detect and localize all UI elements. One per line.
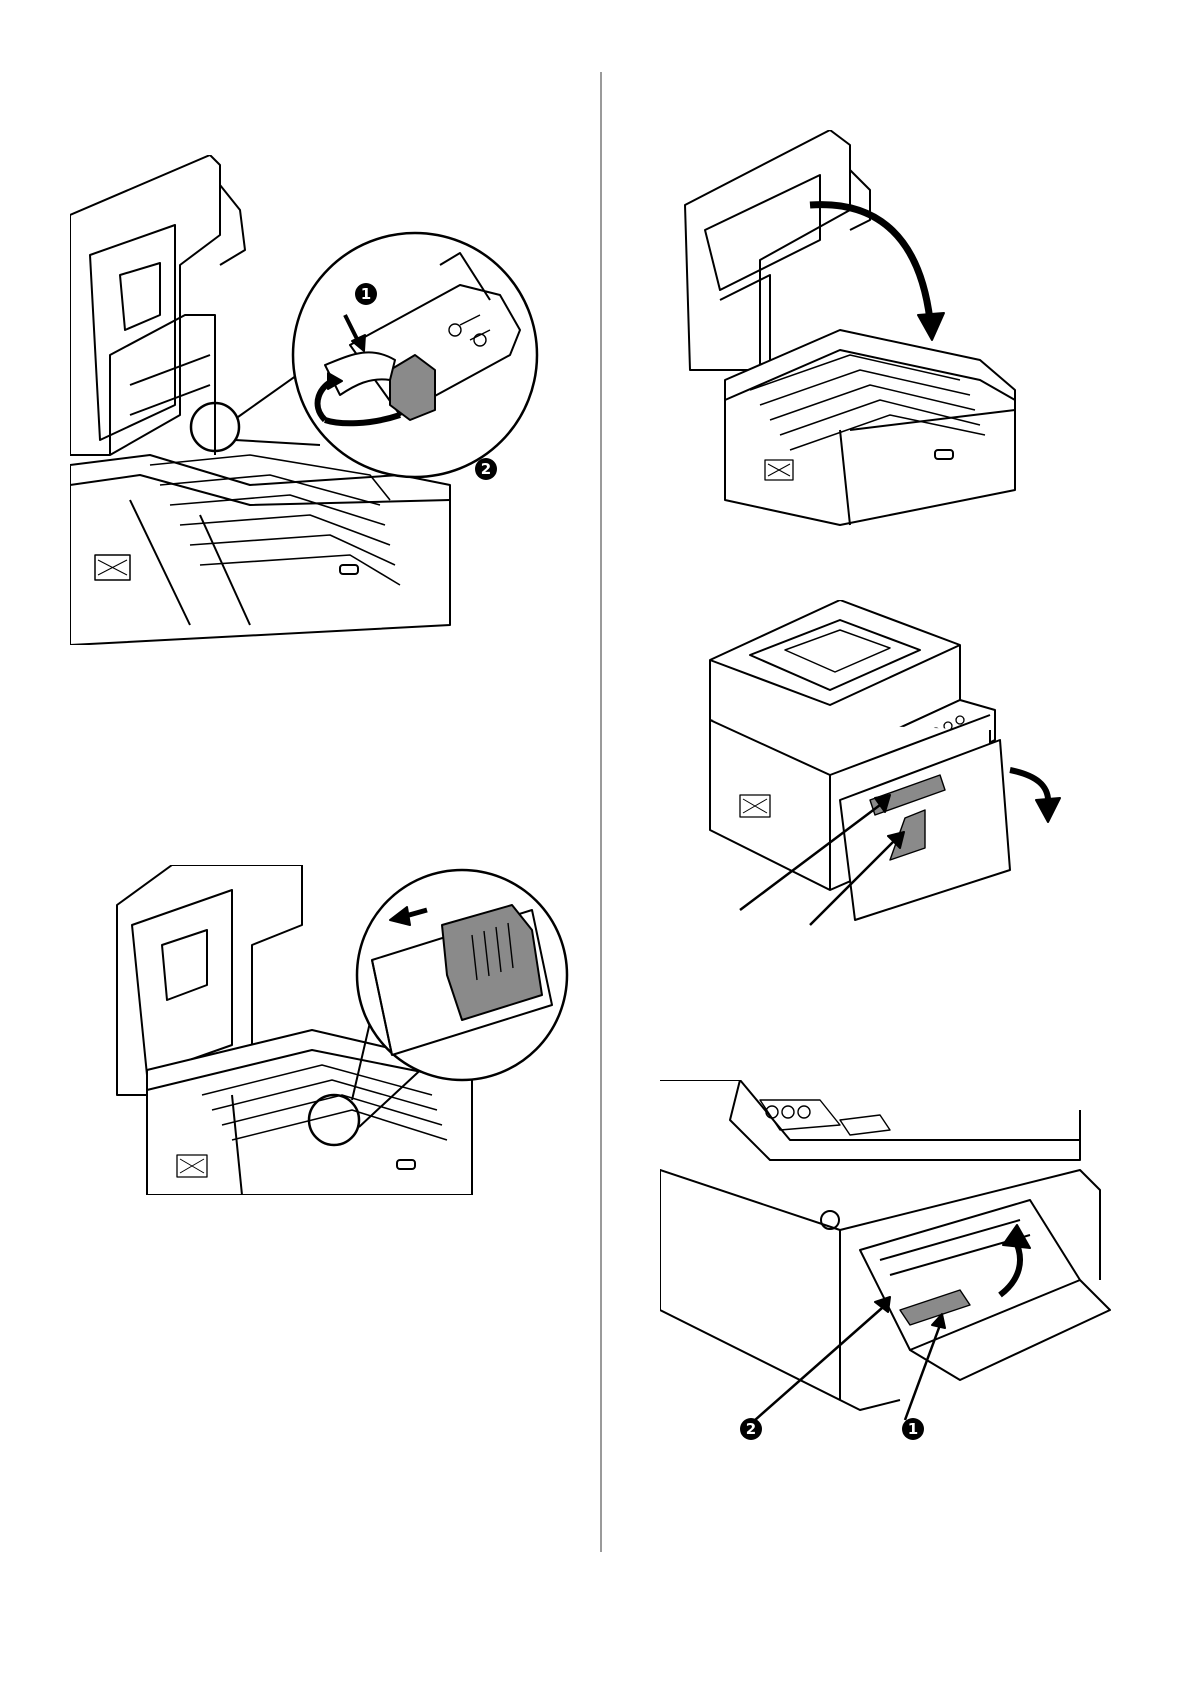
figure-close-top-cover	[680, 130, 1020, 530]
figure-toner-lever-illustration	[112, 865, 582, 1195]
figure-lock-lever-illustration	[70, 155, 580, 645]
figure-lock-lever: 1 2	[70, 155, 580, 645]
figure-remove-tape-illustration	[690, 600, 1070, 960]
column-divider	[600, 72, 602, 1552]
figure-remove-tape	[690, 600, 1070, 960]
figure-paper-tray-tape-illustration	[660, 1080, 1130, 1450]
callout-1: 1	[902, 1418, 924, 1440]
callout-1: 1	[355, 283, 377, 305]
figure-toner-lever	[112, 865, 582, 1195]
callout-2: 2	[740, 1418, 762, 1440]
figure-close-top-cover-illustration	[680, 130, 1020, 530]
figure-paper-tray-tape: 2 1	[660, 1080, 1130, 1450]
callout-2: 2	[475, 458, 497, 480]
